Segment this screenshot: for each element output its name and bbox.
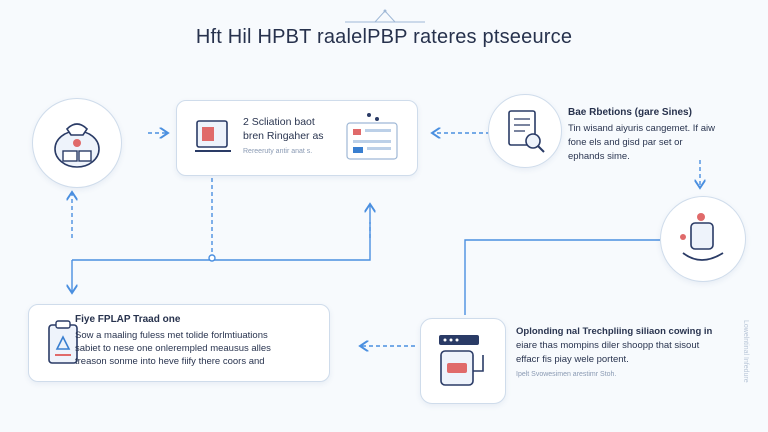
top-right-line2: fone els and gisd par set or: [568, 137, 683, 148]
money-bag-node: [32, 98, 122, 188]
money-bag-icon: [54, 123, 100, 168]
router-device-icon: [439, 335, 484, 386]
document-search-icon: [508, 110, 545, 153]
bottom-right-line1: Oplonding nal Trechpliing siliaon cowing…: [516, 326, 713, 337]
top-center-card: 2 Scliation baot bren Ringaher as Rereer…: [176, 100, 418, 176]
top-right-line1: Tin wisand aiyuris cangemet. If aiw: [568, 123, 715, 134]
page-title: Hft Hil HPBT raalelPBP rateres ptseeurce: [195, 26, 573, 48]
robot-node: [660, 196, 746, 282]
bottom-left-line3: treason sonme into heve fiify there coor…: [75, 356, 265, 367]
clipboard-icon: [48, 320, 78, 364]
document-search-node: [488, 94, 562, 168]
top-center-caption: Rereeruty antir anat s.: [243, 148, 313, 155]
side-note: Lowelntinal Infedure: [742, 320, 749, 383]
bottom-left-card: Fiye FPLAP Traad one Sow a maaling fules…: [28, 304, 330, 382]
robot-to-bottom-right: [464, 239, 660, 315]
bottom-right-line3: effacr fis piay wele portent.: [516, 354, 629, 365]
laptop-icon: [195, 120, 231, 152]
bottom-left-line1: Sow a maaling fuless met tolide forlmtiu…: [75, 330, 268, 341]
top-right-line3: ephands sime.: [568, 151, 630, 162]
bottom-left-heading: Fiye FPLAP Traad one: [75, 314, 181, 325]
browser-window-icon: [346, 113, 398, 160]
top-center-line1: 2 Scliation baot: [243, 116, 315, 128]
top-right-heading: Bae Rbetions (gare Sines): [568, 107, 692, 118]
robot-hand-icon: [680, 213, 724, 261]
bottom-left-line2: sabiet to nese one onlerempled meausus a…: [75, 343, 271, 354]
top-ornament-icon: [345, 9, 425, 23]
bottom-right-caption: Ipelt Svowesimen arestimr Stoh.: [516, 371, 617, 378]
top-center-line2: bren Ringaher as: [243, 130, 324, 142]
bottom-right-line2: eiare thas mompins diler shoopp that sis…: [516, 340, 700, 351]
router-device-node: [420, 318, 506, 404]
